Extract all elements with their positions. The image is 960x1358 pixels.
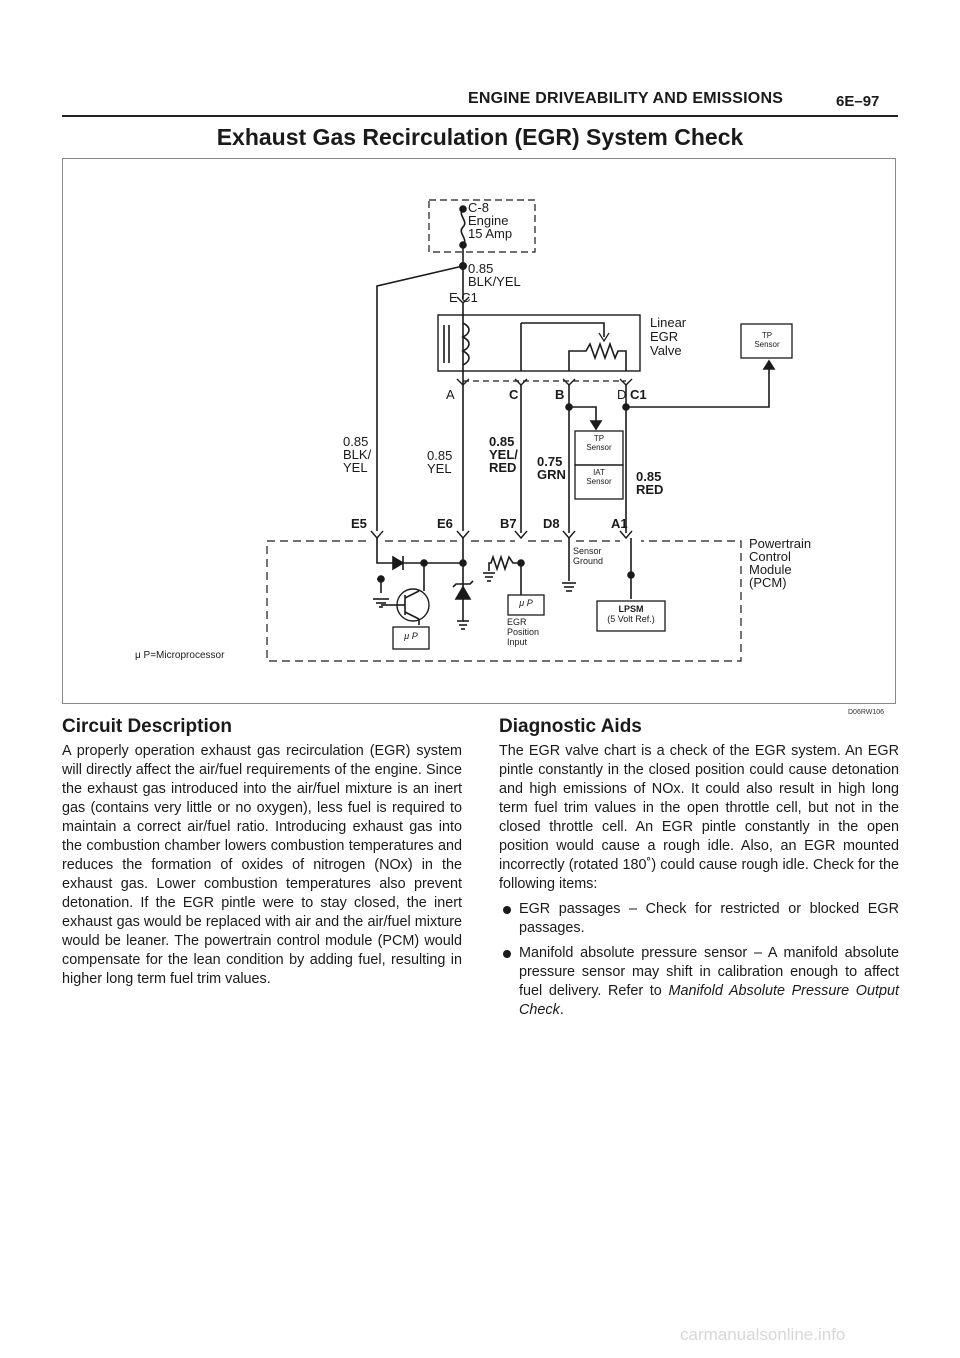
tp-sensor-top-box (740, 323, 793, 359)
pcm-pin-d8: D8 (543, 516, 560, 531)
fuse-label: C-8 Engine 15 Amp (468, 200, 513, 241)
header-rule (62, 115, 898, 117)
wire-top-label: 0.85 BLK/YEL (468, 261, 521, 289)
fuse-symbol (460, 208, 466, 246)
microprocessor-legend: μ P=Microprocessor (135, 650, 225, 661)
diagnostic-aids: Diagnostic Aids The EGR valve chart is a… (499, 716, 899, 1020)
diag-heading: Diagnostic Aids (499, 716, 642, 737)
figure-id: D06RW106 (848, 709, 885, 716)
micro-label-2: μ P (519, 598, 533, 608)
circuit-heading: Circuit Description (62, 716, 232, 737)
pcm-pin-e5: E5 (351, 516, 367, 531)
watermark: carmanualsonline.info (680, 1325, 846, 1344)
diag-text: The EGR valve chart is a check of the EG… (499, 743, 899, 892)
lpsm-label: LPSM(5 Volt Ref.) (607, 604, 655, 624)
list-item: Manifold absolute pressure sensor – A ma… (499, 944, 899, 1020)
valve-label: Linear EGR Valve (650, 315, 687, 358)
pcm-pin-b7: B7 (500, 516, 517, 531)
page-title: Exhaust Gas Recirculation (EGR) System C… (216, 124, 744, 150)
diag-list: EGR passages – Check for restricted or b… (499, 900, 899, 1020)
solenoid-coil (461, 322, 470, 366)
valve-pin-b: B (555, 387, 565, 402)
pcm-pin-e6: E6 (437, 516, 453, 531)
bullet-icon (503, 906, 511, 914)
iat-sensor-box (574, 464, 624, 500)
page-number: 6E–97 (836, 93, 880, 110)
wiring-diagram-svg (266, 199, 793, 662)
section-header: ENGINE DRIVEABILITY AND EMISSIONS (468, 90, 784, 107)
egr-valve-box (437, 314, 641, 372)
valve-pin-d: D C1 (617, 387, 647, 402)
wiring-diagram: C-8 Engine 15 Amp 0.85 BLK/YEL E C1 Line… (62, 158, 896, 704)
connector-top-label: E C1 (449, 290, 478, 305)
pcm-pin-a1: A1 (611, 516, 628, 531)
valve-pin-a: A (446, 387, 455, 402)
circuit-description: Circuit Description A properly operation… (62, 716, 462, 989)
micro-box-2 (507, 594, 545, 616)
valve-pin-c: C (509, 387, 519, 402)
list-item: EGR passages – Check for restricted or b… (499, 900, 899, 938)
lpsm-box (596, 600, 666, 632)
micro-label-1: μ P (404, 631, 418, 641)
fuse-box (428, 199, 536, 253)
reference-link: Manifold Absolute Pressure Output Check (519, 983, 900, 1018)
bullet-icon (503, 950, 511, 958)
circuit-text: A properly operation exhaust gas recircu… (62, 743, 462, 987)
micro-box-1 (392, 626, 430, 650)
